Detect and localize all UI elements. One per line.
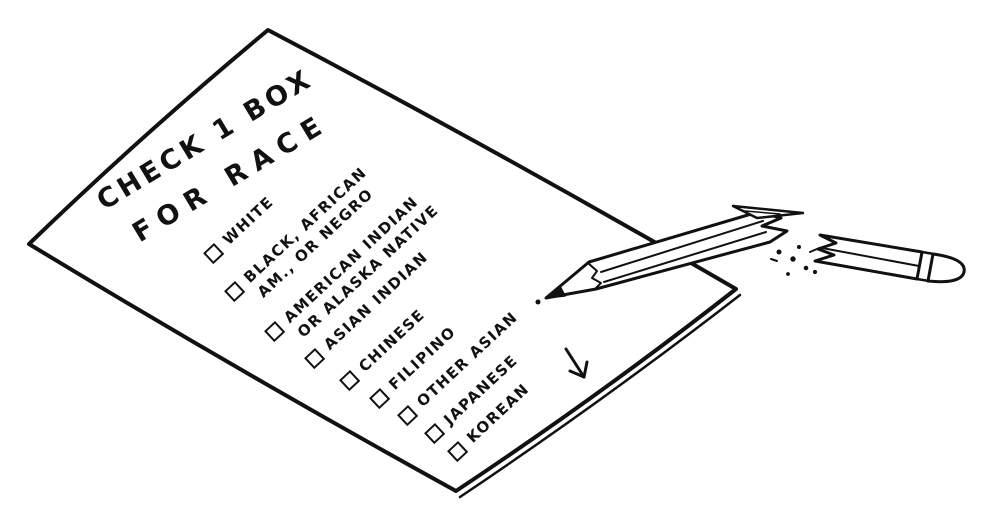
checkbox-icon[interactable] xyxy=(203,242,225,265)
checkbox-icon[interactable] xyxy=(264,320,286,343)
broken-pencil-point-icon xyxy=(535,210,789,305)
paper-sheet xyxy=(27,28,742,499)
broken-pencil-eraser-icon xyxy=(813,233,966,284)
checkbox-icon[interactable] xyxy=(424,422,446,445)
down-right-arrow-icon xyxy=(564,347,589,379)
checkbox-icon[interactable] xyxy=(369,387,391,410)
checkbox-icon[interactable] xyxy=(397,404,419,427)
pencil-mark-dot xyxy=(535,299,541,305)
checkbox-icon[interactable] xyxy=(224,280,246,303)
pencil-splinter-icon xyxy=(731,204,805,220)
checkbox-icon[interactable] xyxy=(304,347,326,370)
paper-edge-shadow xyxy=(458,293,742,499)
checkbox-icon[interactable] xyxy=(339,369,361,392)
pencil-break-debris-icon xyxy=(770,245,818,276)
checkbox-icon[interactable] xyxy=(447,440,469,463)
eraser-tip xyxy=(926,252,966,284)
